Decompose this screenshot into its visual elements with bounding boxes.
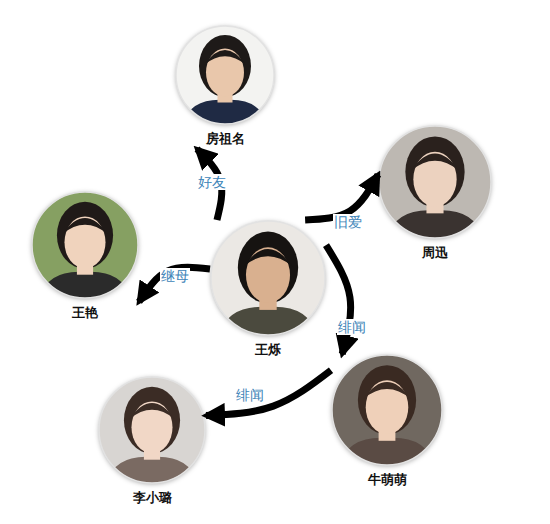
portrait-placeholder [219, 232, 318, 336]
relation-label: 绯闻 [235, 387, 265, 403]
portrait-placeholder [106, 387, 198, 484]
person-name: 牛萌萌 [311, 472, 463, 488]
relation-label: 绯闻 [337, 319, 367, 335]
person-name: 李小璐 [78, 490, 226, 506]
portrait-circle [31, 191, 139, 299]
person-name: 王烁 [190, 342, 346, 358]
photo-frame [99, 377, 205, 483]
curved-arrow [139, 267, 210, 302]
portrait-placeholder [387, 136, 484, 239]
portrait-placeholder [183, 35, 268, 125]
photo-frame [211, 221, 325, 335]
person-name: 周迅 [358, 245, 512, 261]
person-node: 李小璐 [98, 376, 206, 508]
photo-frame [332, 355, 442, 465]
person-node: 王艳 [31, 191, 139, 323]
person-node: 房祖名 [175, 25, 275, 149]
portrait-placeholder [339, 365, 434, 466]
portrait-circle [98, 376, 206, 484]
photo-frame [176, 26, 274, 124]
person-name: 房祖名 [155, 131, 295, 147]
curved-arrow [326, 245, 351, 354]
person-name: 王艳 [11, 305, 159, 321]
portrait-circle [331, 354, 443, 466]
relation-label: 好友 [197, 174, 227, 190]
relation-label: 继母 [160, 268, 190, 284]
curved-arrow [206, 370, 331, 415]
portrait-circle [175, 25, 275, 125]
portrait-circle [210, 220, 326, 336]
portrait-circle [378, 125, 492, 239]
portrait-placeholder [39, 202, 131, 299]
photo-frame [32, 192, 138, 298]
person-node: 牛萌萌 [331, 354, 443, 490]
person-node: 王烁 [210, 220, 326, 360]
photo-frame [379, 126, 491, 238]
person-node: 周迅 [378, 125, 492, 263]
relation-label: 旧爱 [333, 214, 363, 230]
